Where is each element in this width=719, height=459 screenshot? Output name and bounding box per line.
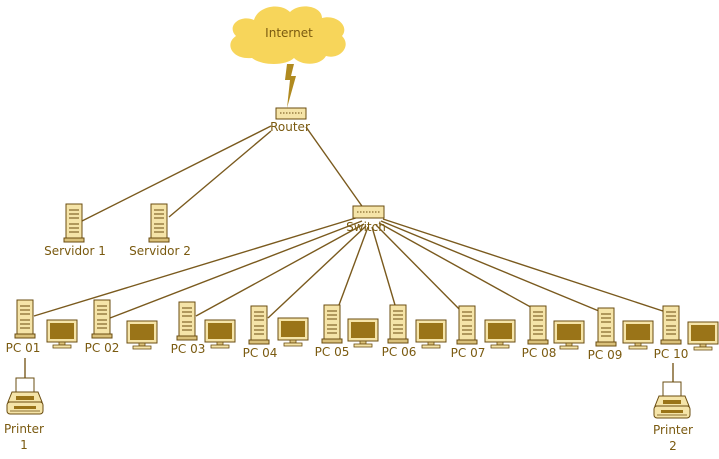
switch-label: Switch (346, 220, 386, 234)
pc-label: PC 04 (243, 346, 278, 360)
switch-to-pc-09-link (380, 220, 612, 317)
pc-label: PC 08 (522, 346, 557, 360)
switch-to-pc-02-link (109, 220, 363, 319)
monitor-icon (415, 319, 447, 349)
pc-list: PC 01 PC 02 PC 03 PC 04 PC 05 PC 06 PC 0… (6, 299, 719, 362)
pc-01: PC 01 (6, 299, 78, 355)
pc-10: PC 10 (654, 305, 719, 361)
pc-tower-icon (456, 305, 478, 345)
monitor-icon (622, 320, 654, 350)
printer-label-line2: 1 (20, 438, 28, 452)
lightning-bolt-icon (285, 64, 296, 108)
server-tower-icon (63, 203, 85, 243)
pc-label: PC 07 (451, 346, 486, 360)
pc-tower-icon (248, 305, 270, 345)
monitor-icon (277, 317, 309, 347)
switch-to-pc-07-link (375, 224, 469, 319)
printer-label-line2: 2 (669, 439, 677, 453)
pc-label: PC 06 (382, 345, 417, 359)
pc-tower-icon (387, 304, 409, 344)
pc-tower-icon (321, 304, 343, 344)
pc-07: PC 07 (451, 305, 516, 360)
printer-label-line1: Printer (653, 423, 693, 437)
pc-label: PC 03 (171, 342, 206, 356)
router-to-server-1-link (81, 125, 272, 222)
pc-label: PC 02 (85, 341, 120, 355)
switch-to-pc-08-link (378, 222, 546, 316)
server-2: Servidor 2 (129, 203, 191, 258)
pc-tower-icon (176, 301, 198, 341)
server-label: Servidor 2 (129, 244, 191, 258)
pc-label: PC 01 (6, 341, 41, 355)
pc-tower-icon (14, 299, 36, 339)
cloud-icon (230, 6, 346, 64)
server-label: Servidor 1 (44, 244, 106, 258)
pc-08: PC 08 (522, 305, 585, 360)
pc-tower-icon (595, 307, 617, 347)
pc-02: PC 02 (85, 299, 158, 355)
router-label: Router (270, 120, 310, 134)
monitor-icon (553, 320, 585, 350)
router: Router (270, 107, 310, 134)
printer-icon (653, 381, 691, 419)
server-tower-icon (148, 203, 170, 243)
monitor-icon (204, 319, 236, 349)
server-1: Servidor 1 (44, 203, 106, 258)
switch: Switch (346, 205, 386, 234)
printer-label-line1: Printer (4, 422, 44, 436)
switch-to-pc-10-link (382, 218, 676, 316)
internet-cloud: Internet (230, 6, 346, 64)
switch-to-pc-06-link (371, 226, 396, 306)
monitor-icon (46, 319, 78, 349)
printer-1: Printer 1 (4, 377, 44, 452)
switch-to-pc-03-link (195, 223, 365, 317)
pc-06: PC 06 (382, 304, 447, 359)
monitor-icon (687, 321, 719, 351)
switch-to-pc-05-link (338, 226, 369, 306)
printer-icon (6, 377, 44, 415)
pc-label: PC 10 (654, 347, 689, 361)
switch-icon (352, 205, 385, 219)
pc-label: PC 09 (588, 348, 623, 362)
router-icon (275, 107, 307, 120)
pc-label: PC 05 (315, 345, 350, 359)
router-to-server-2-link (168, 130, 272, 218)
pc-05: PC 05 (315, 304, 379, 359)
pc-tower-icon (660, 305, 682, 345)
pc-tower-icon (527, 305, 549, 345)
monitor-icon (347, 318, 379, 348)
pc-tower-icon (91, 299, 113, 339)
pc-03: PC 03 (171, 301, 236, 356)
pc-09: PC 09 (588, 307, 654, 362)
internet-label: Internet (265, 26, 313, 40)
router-to-switch-link (305, 126, 365, 210)
switch-to-pc-04-link (267, 225, 367, 319)
switch-to-pc-01-link (33, 216, 360, 317)
monitor-icon (484, 319, 516, 349)
network-links (24, 125, 676, 382)
monitor-icon (126, 320, 158, 350)
printer-2: Printer 2 (653, 381, 693, 453)
pc-04: PC 04 (243, 305, 309, 360)
